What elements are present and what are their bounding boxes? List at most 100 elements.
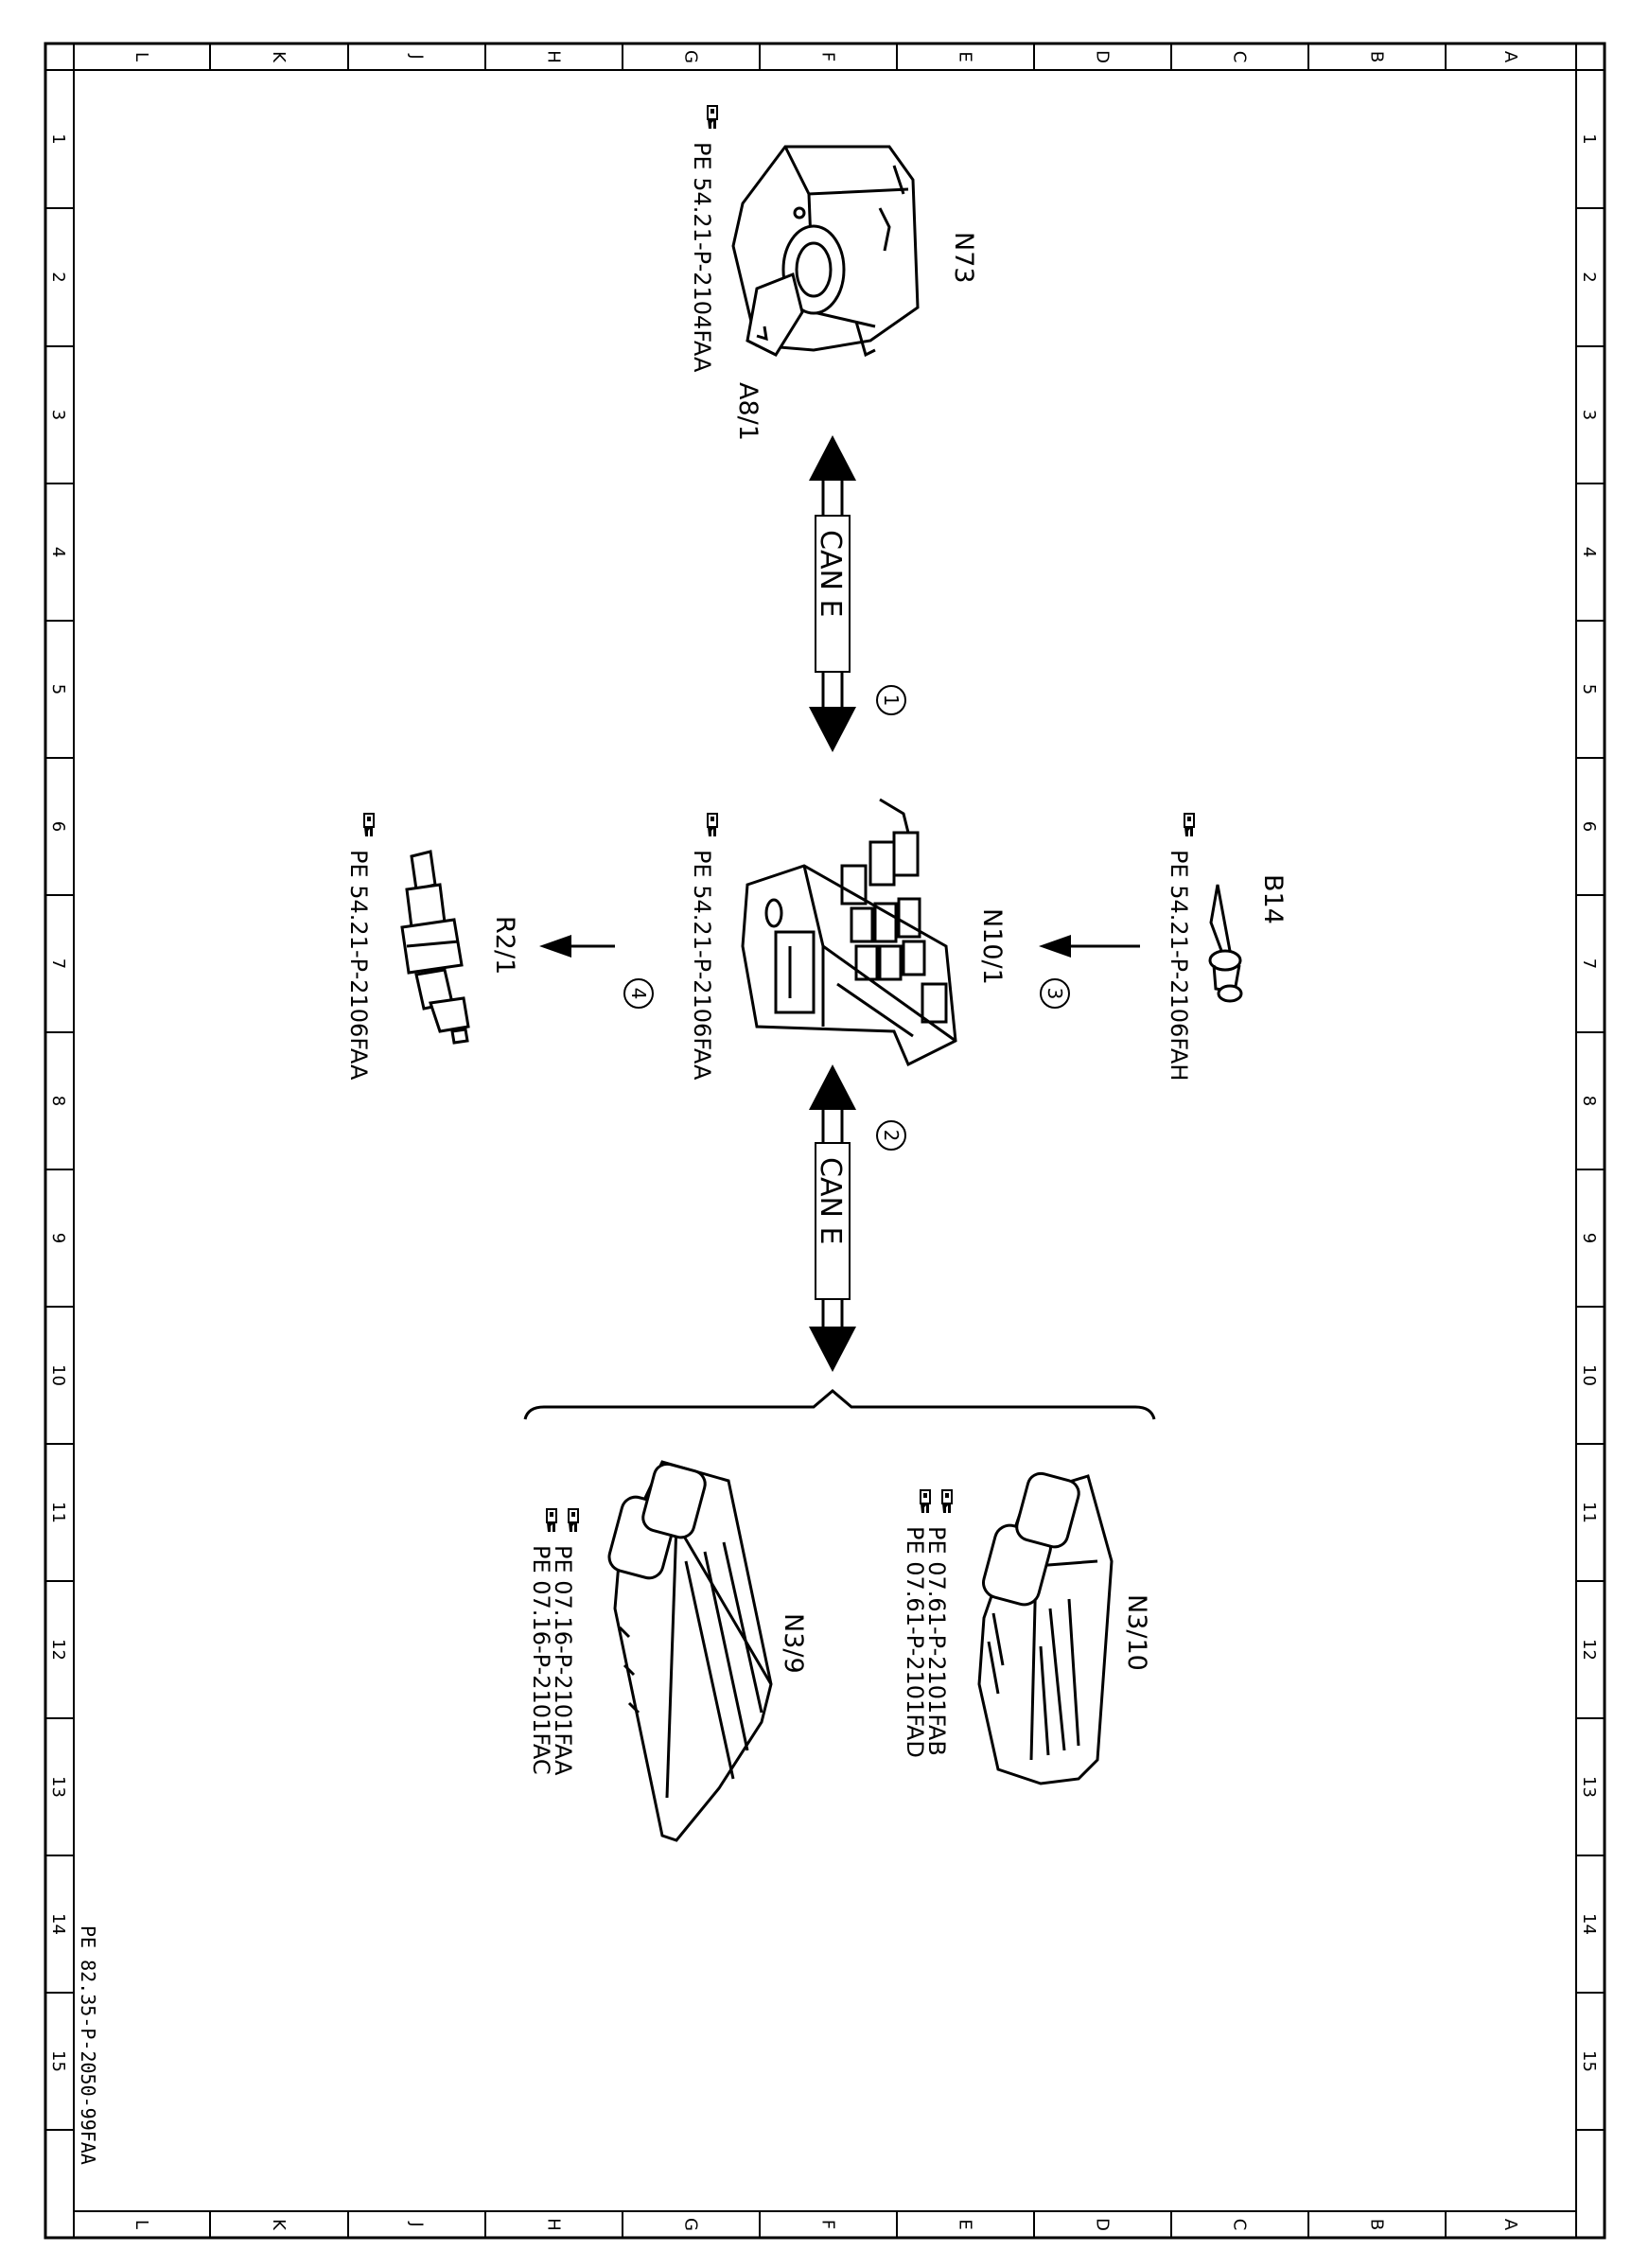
pointing-hand-icon (707, 813, 718, 837)
frame-number-left: 2 (48, 272, 68, 282)
frame-letter-bottom: B (1367, 2219, 1387, 2230)
frame-letter-top: F (818, 52, 838, 62)
frame-number-left: 9 (48, 1233, 68, 1243)
frame-number-right: 5 (1579, 684, 1599, 694)
frame-number-right: 13 (1579, 1776, 1599, 1798)
component-b14[interactable]: B14 PE 54.21-P-2106FAH (1166, 813, 1288, 1081)
connection-number-1: 1 (880, 694, 903, 707)
frame-number-right: 12 (1579, 1639, 1599, 1661)
engine-control-unit-icon (977, 1471, 1114, 1785)
frame-number-left: 13 (48, 1776, 68, 1798)
frame-number-right: 9 (1579, 1233, 1599, 1243)
r2-1-reference: PE 54.21-P-2106FAA (345, 850, 372, 1081)
n3-10-reference-2: PE 07.61-P-2101FAD (902, 1526, 928, 1758)
frame-number-left: 6 (48, 821, 68, 832)
temperature-sensor-icon (1208, 884, 1243, 1003)
frame-number-left: 3 (48, 410, 68, 420)
pointing-hand-icon (707, 105, 718, 130)
frame-letter-top: E (956, 51, 975, 62)
ignition-switch-icon (731, 145, 920, 358)
n10-1-reference: PE 54.21-P-2106FAA (689, 850, 715, 1081)
frame-number-left: 14 (48, 1913, 68, 1935)
frame-letter-bottom: K (269, 2219, 289, 2231)
pointing-hand-icon (941, 1489, 953, 1514)
pointing-hand-icon (920, 1489, 931, 1514)
frame-number-right: 11 (1579, 1502, 1599, 1523)
frame-number-right: 15 (1579, 2050, 1599, 2072)
bus-label-2: CAN E (814, 1157, 847, 1244)
frame-number-right: 14 (1579, 1913, 1599, 1935)
frame-letter-bottom: L (132, 2220, 151, 2229)
b14-label: B14 (1258, 874, 1288, 924)
frame-letter-top: G (681, 50, 701, 63)
component-n73[interactable]: N73 A8/1 PE 54.21-P-2104FAA (689, 105, 978, 441)
frame-number-right: 1 (1579, 133, 1599, 144)
pointing-hand-icon (568, 1508, 579, 1533)
connection-2: CAN E 2 (809, 1064, 906, 1372)
n73-reference: PE 54.21-P-2104FAA (689, 142, 715, 373)
n73-label: N73 (949, 232, 978, 284)
control-module-icon (741, 798, 957, 1067)
r2-1-label: R2/1 (490, 916, 519, 975)
frame-letter-bottom: C (1230, 2219, 1250, 2231)
frame-number-left: 11 (48, 1502, 68, 1523)
connection-1: CAN E 1 (809, 435, 906, 752)
bus-label-1: CAN E (814, 530, 847, 617)
document-code: PE 82.35-P-2050-99FAA (77, 1925, 99, 2165)
frame-number-right: 7 (1579, 958, 1599, 969)
frame-letter-bottom: E (956, 2219, 975, 2229)
b14-reference: PE 54.21-P-2106FAH (1166, 850, 1192, 1081)
frame-number-left: 5 (48, 684, 68, 694)
drawing-frame (44, 42, 1606, 2240)
frame-number-left: 15 (48, 2050, 68, 2072)
connection-number-4: 4 (627, 988, 650, 1000)
pointing-hand-icon (363, 813, 375, 837)
frame-number-left: 4 (48, 547, 68, 557)
glow-plug-icon (400, 850, 470, 1045)
connection-3: 3 (1039, 935, 1140, 1009)
frame-number-left: 12 (48, 1639, 68, 1661)
frame-number-left: 7 (48, 958, 68, 969)
frame-number-right: 2 (1579, 272, 1599, 282)
n3-10-label: N3/10 (1122, 1594, 1151, 1671)
n73-sub-label: A8/1 (733, 382, 763, 441)
frame-letter-bottom: A (1500, 2219, 1520, 2231)
frame-letter-bottom: F (818, 2220, 838, 2229)
double-arrow-2 (809, 1064, 856, 1372)
frame-number-left: 10 (48, 1364, 68, 1386)
n3-9-label: N3/9 (779, 1613, 808, 1674)
component-r2-1[interactable]: R2/1 PE 54.21-P-2106FAA (345, 813, 519, 1081)
component-n3-9[interactable]: N3/9 PE 07.16-P-2101FAA PE 07.16-P-2101F… (528, 1460, 808, 1842)
frame-letter-bottom: H (544, 2218, 564, 2231)
frame-letter-top: C (1230, 51, 1250, 63)
frame-letter-top: L (132, 52, 151, 62)
frame-letter-top: B (1367, 51, 1387, 62)
frame-number-right: 4 (1579, 547, 1599, 557)
component-n10-1[interactable]: N10/1 PE 54.21-P-2106FAA (689, 798, 1007, 1081)
component-n3-10[interactable]: N3/10 PE 07.61-P-2101FAB PE 07.61-P-2101… (902, 1470, 1151, 1785)
group-brace (523, 1389, 1156, 1420)
double-arrow-1 (809, 435, 856, 752)
frame-letter-top: D (1093, 50, 1113, 63)
frame-number-left: 1 (48, 133, 68, 144)
connection-4: 4 (539, 935, 654, 1009)
connection-number-2: 2 (880, 1130, 903, 1142)
n3-10-reference-1: PE 07.61-P-2101FAB (923, 1526, 950, 1756)
frame-letter-top: K (269, 51, 289, 63)
frame-letter-bottom: D (1093, 2218, 1113, 2231)
frame-letter-bottom: J (407, 2221, 427, 2226)
frame-letter-top: J (407, 53, 427, 59)
frame-number-right: 8 (1579, 1096, 1599, 1106)
frame-number-left: 8 (48, 1096, 68, 1106)
pointing-hand-icon (546, 1508, 557, 1533)
frame-letter-top: H (544, 50, 564, 63)
pointing-hand-icon (1184, 813, 1195, 837)
frame-letter-bottom: G (681, 2218, 701, 2231)
connection-number-circle-1 (876, 685, 906, 715)
